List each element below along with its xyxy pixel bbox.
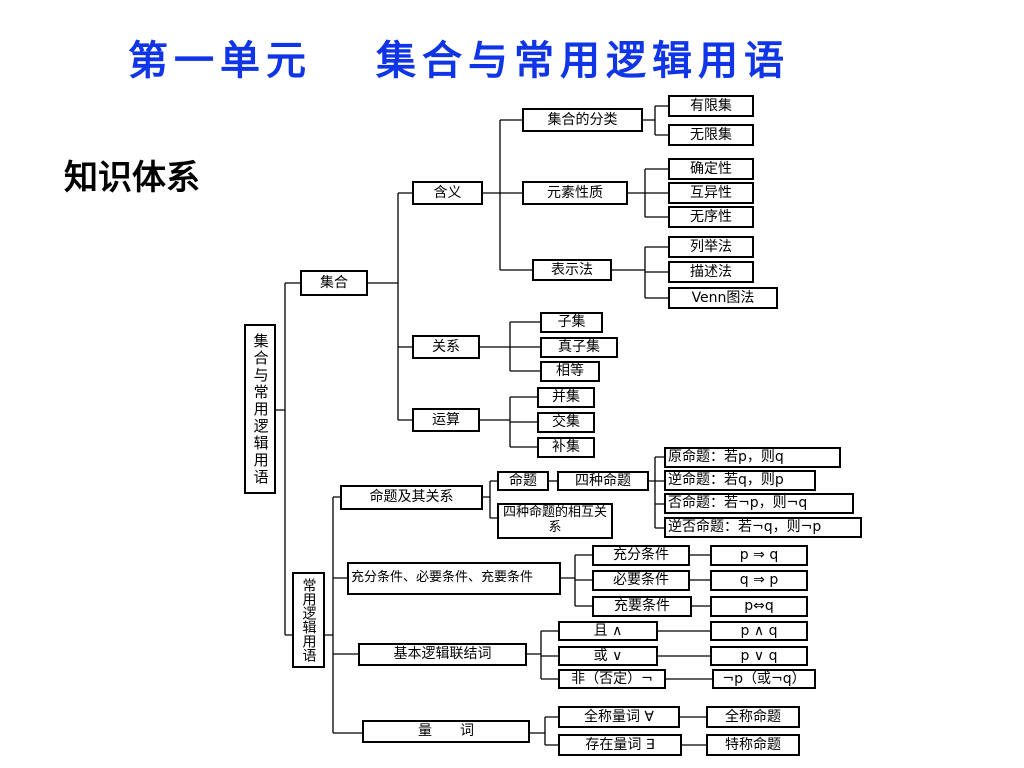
- union-node: 并集: [537, 387, 595, 408]
- enumeration-node: 列举法: [668, 236, 754, 258]
- existential-prop-node: 特称命题: [706, 734, 800, 756]
- inverse-prop-node: 否命题：若¬p，则¬q: [664, 493, 854, 514]
- necessary-node: 必要条件: [592, 570, 690, 591]
- sufficient-symbol-node: p ⇒ q: [710, 545, 808, 566]
- conditions-node: 充分条件、必要条件、充要条件: [347, 562, 561, 595]
- necessary-sufficient-symbol-node: p⇔q: [710, 596, 808, 617]
- complement-node: 补集: [537, 437, 595, 458]
- universal-prop-node: 全称命题: [706, 706, 800, 728]
- representation-node: 表示法: [532, 259, 612, 281]
- distinct-node: 互异性: [668, 182, 754, 204]
- title-topic: 集合与常用逻辑用语: [376, 38, 790, 84]
- intersection-node: 交集: [537, 412, 595, 433]
- element-props-node: 元素性质: [522, 181, 628, 205]
- universal-node: 全称量词 ∀: [558, 706, 680, 728]
- or-node: 或 ∨: [558, 646, 658, 666]
- logic-node: 常用逻辑用语: [292, 572, 325, 668]
- contrapositive-prop-node: 逆否命题：若¬q，则¬p: [664, 517, 862, 538]
- and-symbol-node: p ∧ q: [710, 621, 808, 641]
- proposition-node: 命题: [497, 471, 549, 491]
- not-node: 非（否定）¬: [558, 669, 666, 689]
- existential-node: 存在量词 ∃: [558, 734, 682, 756]
- set-node: 集合: [300, 270, 368, 296]
- finite-set-node: 有限集: [668, 95, 754, 117]
- four-props-node: 四种命题: [557, 471, 649, 491]
- quantifiers-node: 量 词: [362, 720, 530, 743]
- section-subtitle: 知识体系: [64, 158, 200, 198]
- converse-prop-node: 逆命题：若q，则p: [664, 470, 816, 491]
- meaning-node: 含义: [412, 181, 483, 205]
- unordered-node: 无序性: [668, 206, 754, 228]
- root-node: 集合与常用逻辑用语: [244, 324, 276, 494]
- page-title: 第一单元 集合与常用逻辑用语: [128, 28, 790, 86]
- definite-node: 确定性: [668, 158, 754, 180]
- sufficient-node: 充分条件: [592, 545, 690, 566]
- infinite-set-node: 无限集: [668, 124, 754, 146]
- classification-node: 集合的分类: [522, 108, 643, 132]
- and-node: 且 ∧: [558, 621, 658, 641]
- four-relations-node: 四种命题的相互关系: [497, 503, 613, 539]
- relation-node: 关系: [412, 335, 480, 359]
- necessary-symbol-node: q ⇒ p: [710, 570, 808, 591]
- subset-node: 子集: [540, 312, 603, 333]
- not-symbol-node: ¬p（或¬q）: [712, 669, 816, 689]
- title-unit: 第一单元: [128, 38, 312, 84]
- original-prop-node: 原命题：若p，则q: [664, 447, 841, 468]
- description-node: 描述法: [668, 261, 754, 283]
- propositions-node: 命题及其关系: [340, 485, 483, 510]
- equal-node: 相等: [540, 361, 600, 382]
- operation-node: 运算: [412, 408, 480, 432]
- necessary-sufficient-node: 充要条件: [592, 596, 692, 617]
- venn-node: Venn图法: [668, 287, 778, 309]
- connectives-node: 基本逻辑联结词: [358, 643, 527, 666]
- or-symbol-node: p ∨ q: [710, 646, 808, 666]
- proper-subset-node: 真子集: [540, 337, 618, 358]
